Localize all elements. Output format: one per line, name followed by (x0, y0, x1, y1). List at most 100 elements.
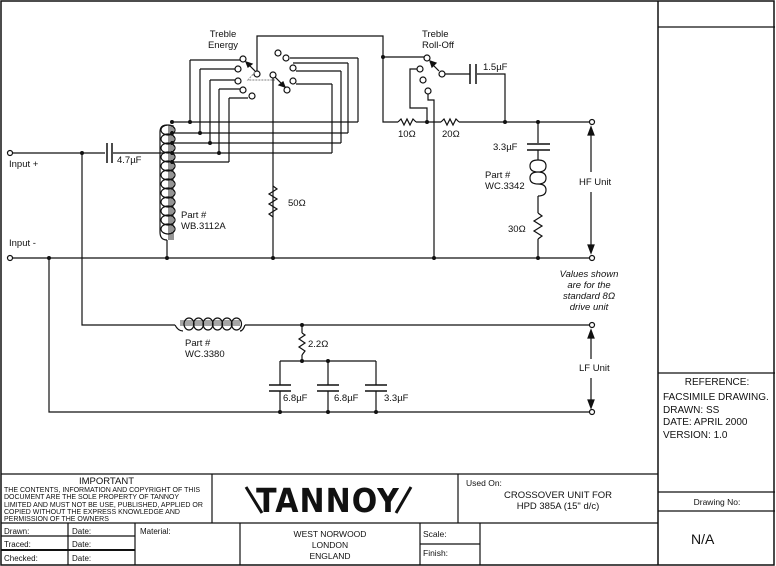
junction-dot (170, 120, 174, 124)
junction-dot (170, 141, 174, 145)
winding-loop (160, 214, 176, 226)
treble-rolloff-switch (416, 54, 446, 95)
winding-loop (160, 187, 176, 199)
hf-minus-terminal (588, 254, 596, 262)
label-line: WC.3380 (185, 349, 225, 360)
capacitor-1-5uF (469, 64, 477, 84)
junction-dot (432, 256, 436, 260)
logo-text: TANNOY (256, 482, 400, 521)
lf-inductor-part: Part #WC.3380 (185, 338, 225, 360)
input-capacitor-value: 4.7µF (117, 155, 142, 166)
input-plus-label: Input + (9, 159, 39, 170)
address-line: WEST NORWOOD (293, 529, 367, 539)
reference-heading: REFERENCE: (684, 377, 750, 388)
label-line: Treble (209, 29, 237, 40)
note-line: drive unit (569, 302, 609, 313)
finish-field: Finish: (423, 548, 449, 558)
wire (256, 35, 384, 258)
resistor-30-value: 30Ω (508, 224, 526, 235)
resistor-50-ohm (267, 185, 279, 218)
treble-energy-switch (234, 49, 297, 100)
winding-loop (230, 317, 243, 331)
winding-loop (160, 151, 176, 163)
resistor-2-2-value: 2.2Ω (308, 339, 329, 350)
junction-dot (271, 256, 275, 260)
resistor-20-ohm (440, 117, 460, 127)
notice-line: LIMITED AND MUST NOT BE USE, PUBLISHED, … (4, 501, 203, 509)
junction-dot (374, 410, 378, 414)
junction-dot (536, 256, 540, 260)
reference-line: VERSION: 1.0 (663, 429, 728, 441)
autotransformer-windings (160, 124, 176, 235)
address-line: ENGLAND (309, 551, 351, 561)
label-line: Part # (181, 210, 207, 221)
resistor-20-value: 20Ω (442, 129, 460, 140)
label-line: Part # (185, 338, 211, 349)
junction-dot (208, 141, 212, 145)
used-on-line: HPD 385A (15" d/c) (516, 501, 600, 512)
note-line: are for the (567, 280, 611, 291)
lf-plus-terminal (588, 321, 596, 329)
winding-loop (221, 317, 233, 331)
autotransformer-part: Part #WB.3112A (181, 210, 226, 232)
lf-caps (269, 384, 387, 392)
resistor-10-ohm (397, 117, 417, 127)
capacitor-lf1-value: 6.8µF (283, 393, 308, 404)
winding-loop (160, 124, 176, 136)
reference-line: FACSIMILE DRAWING. (663, 392, 769, 403)
winding-loop (192, 317, 205, 331)
lf-unit-arrow (587, 328, 595, 410)
wire (382, 56, 590, 258)
junction-dot (326, 410, 330, 414)
junction-dot (381, 55, 385, 59)
junction-dot (188, 120, 192, 124)
notice-line: THE CONTENTS, INFORMATION AND COPYRIGHT … (4, 487, 201, 494)
junction-dot (198, 131, 202, 135)
resistor-50-value: 50Ω (288, 198, 306, 209)
label-line: Part # (485, 170, 511, 181)
note-line: Values shown (559, 269, 619, 280)
input-plus-terminal (6, 149, 14, 157)
label-line: Roll-Off (422, 40, 455, 51)
winding-loop (160, 196, 176, 208)
tap-wires (172, 57, 359, 163)
junction-dot (80, 151, 84, 155)
drawing-no-label: Drawing No: (693, 497, 741, 507)
capacitor-hf-value: 3.3µF (493, 142, 518, 153)
junction-dot (300, 323, 304, 327)
winding-loop (160, 223, 176, 235)
scale-field: Scale: (423, 529, 447, 539)
winding-loop (160, 205, 176, 217)
junction-dot (536, 120, 540, 124)
label-line: Energy (207, 40, 239, 51)
junction-dot (217, 151, 221, 155)
input-capacitor (106, 143, 113, 163)
capacitor-lf2-value: 6.8µF (334, 393, 359, 404)
material-field: Material: (140, 527, 171, 536)
traced-field: Traced: (4, 540, 31, 549)
reference-line: DRAWN: SS (663, 404, 720, 416)
input-minus-label: Input - (9, 238, 36, 249)
tannoy-logo-slashes (244, 486, 413, 514)
address: WEST NORWOOD LONDON ENGLAND (240, 529, 420, 562)
notice-line: PERMISSION OF THE OWNERS (4, 516, 109, 524)
junction-dot (300, 359, 304, 363)
drawn-field: Drawn: (4, 527, 30, 536)
hf-shunt-branch (527, 122, 550, 258)
capacitor-lf3-value: 3.3µF (384, 393, 409, 404)
resistor-2-2-ohm (297, 332, 307, 356)
winding-loop (160, 133, 176, 145)
junction-dot (326, 359, 330, 363)
winding-loop (160, 169, 176, 181)
label-line: WB.3112A (181, 221, 226, 232)
date-field: Date: (72, 554, 92, 563)
lf-inductor (174, 317, 246, 332)
date-field: Date: (72, 527, 92, 536)
junction-dot (47, 256, 51, 260)
lf-minus-terminal (588, 408, 596, 416)
winding-loop (202, 317, 214, 331)
